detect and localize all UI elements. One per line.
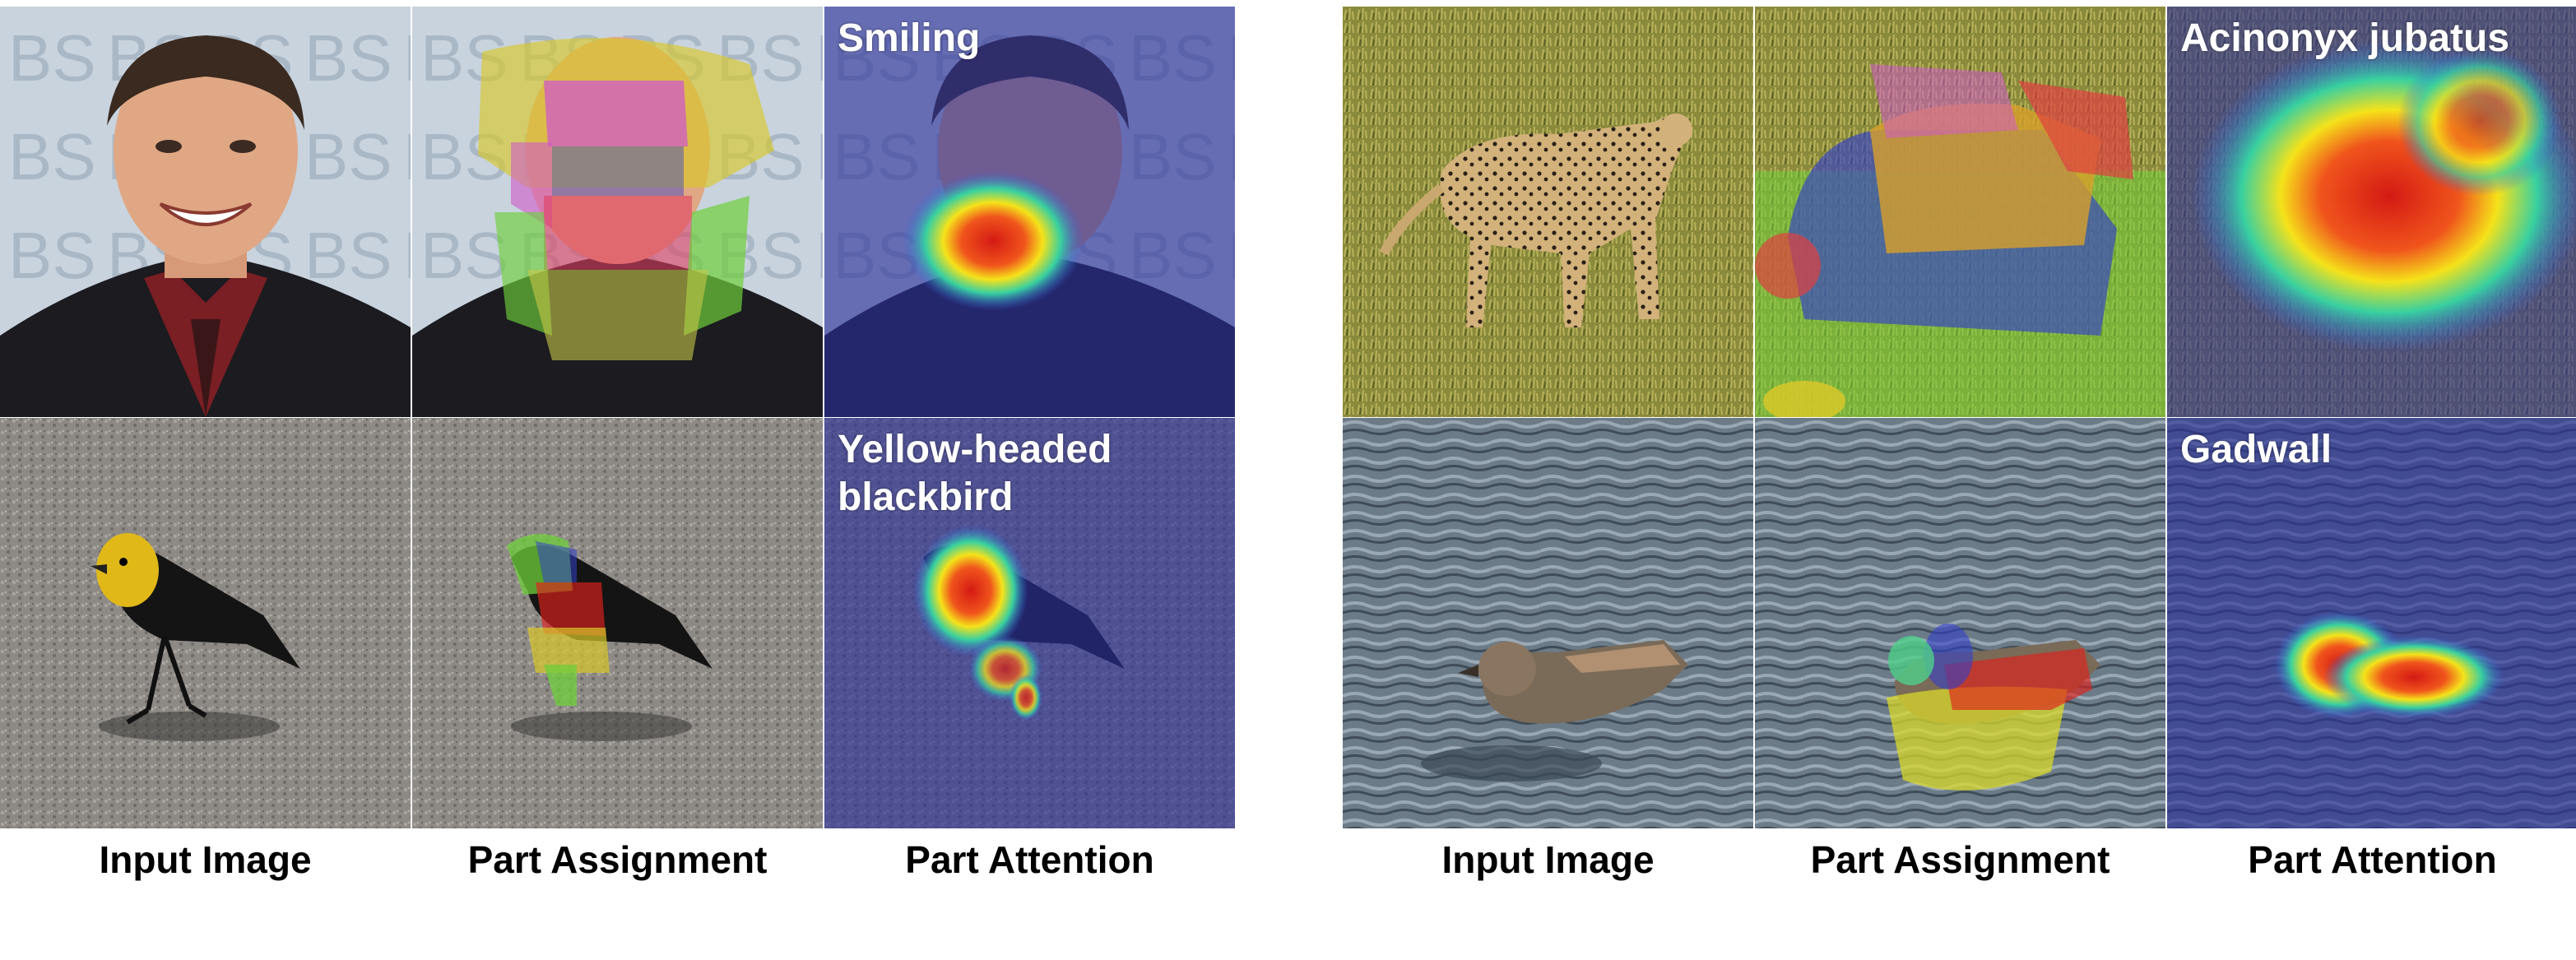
column-label-part-assignment: Part Assignment [467,838,768,881]
column-label-part-assignment-right: Part Assignment [1810,838,2110,881]
cheetah-input-image [1343,7,1753,417]
column-label-input-image: Input Image [99,838,312,881]
duck-part-attention: Gadwall [2167,418,2576,828]
duck-input-image [1343,418,1753,828]
duck-part-assignment [1755,418,2165,828]
bird-part-assignment [412,418,823,828]
bird-part-attention: Yellow-headed blackbird [824,418,1235,828]
column-label-part-attention-right: Part Attention [2248,838,2497,881]
cheetah-part-assignment [1755,7,2165,417]
bird-input-image [0,418,411,828]
face-input-image [0,7,411,417]
attention-label-yellow-headed-blackbird: Yellow-headed blackbird [838,428,1112,519]
face-part-assignment [412,7,823,417]
attention-label-acinonyx-jubatus: Acinonyx jubatus [2180,16,2510,60]
attention-label-gadwall: Gadwall [2180,428,2332,471]
column-label-part-attention: Part Attention [905,838,1154,881]
face-part-attention: Smiling [824,7,1235,417]
column-label-input-image-right: Input Image [1441,838,1655,881]
cheetah-part-attention: Acinonyx jubatus [2167,7,2576,417]
attention-label-smiling: Smiling [838,16,981,60]
